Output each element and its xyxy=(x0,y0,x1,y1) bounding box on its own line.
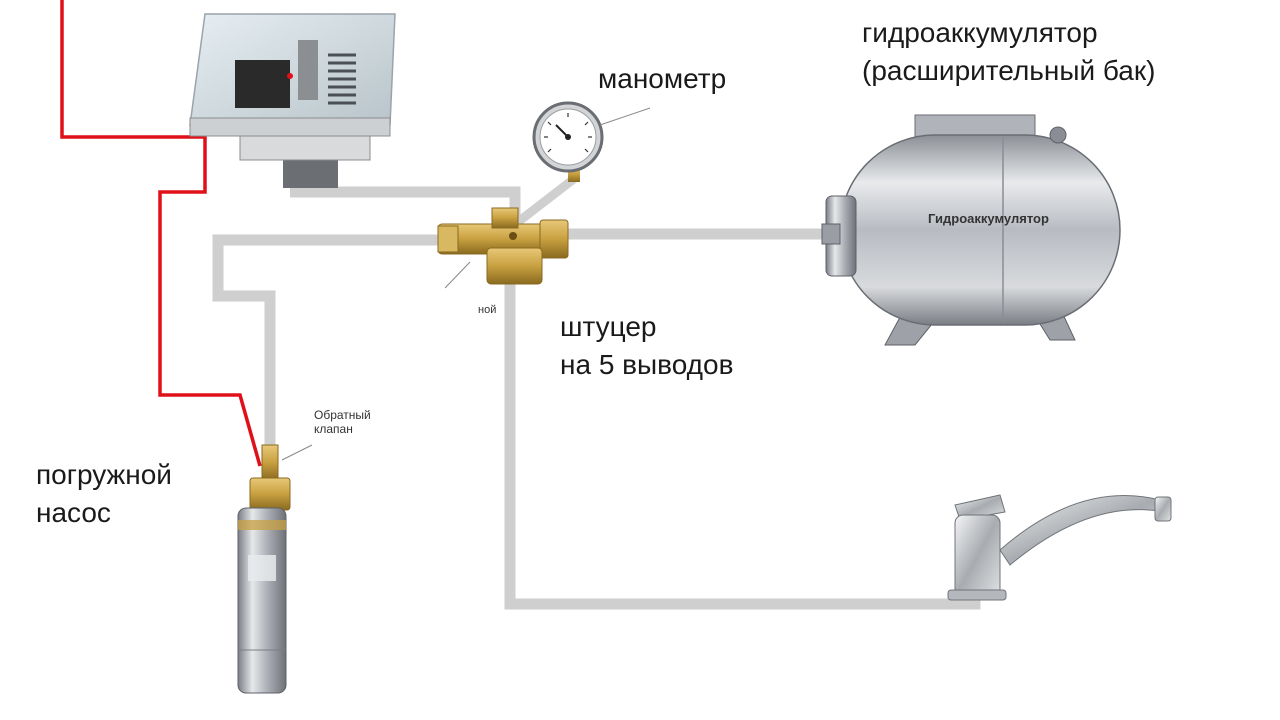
valve-label: Обратный клапан xyxy=(314,408,371,437)
pump-label-line1: погружной xyxy=(36,459,172,490)
faucet-spout xyxy=(999,495,1166,566)
pump-head xyxy=(249,477,291,511)
pipe-to-gauge xyxy=(515,174,578,226)
faucet-lever xyxy=(954,494,1006,521)
pressure-switch-spring-icon xyxy=(328,53,356,105)
fitting-thread-left xyxy=(437,225,459,253)
pressure-switch-contact-block xyxy=(235,60,290,108)
power-wire xyxy=(60,0,262,467)
fitting-leader-line xyxy=(444,261,471,289)
fitting-bottom-outlet xyxy=(486,247,543,285)
tank-label-line2: (расширительный бак) xyxy=(862,54,1156,86)
faucet-base xyxy=(947,589,1007,601)
pressure-switch-port xyxy=(283,158,338,188)
valve-label-line1: Обратный xyxy=(314,408,371,422)
gauge-leader-line xyxy=(599,107,651,126)
gauge-ticks xyxy=(544,113,592,153)
tank-label: гидроаккумулятор (расширительный бак) xyxy=(862,14,1155,90)
check-valve xyxy=(261,444,313,481)
tank-body xyxy=(839,134,1121,326)
tank-body-text: Гидроаккумулятор xyxy=(928,211,1049,226)
pressure-switch xyxy=(189,13,396,188)
faucet xyxy=(947,494,1172,601)
gauge-hub xyxy=(565,134,571,140)
pump-label-plate xyxy=(248,555,276,581)
pressure-switch-bracket xyxy=(298,40,318,100)
pressure-switch-cover xyxy=(189,13,396,126)
valve-label-line2: клапан xyxy=(314,422,353,437)
fitting-fragment-text: ной xyxy=(478,304,497,316)
fitting-bore xyxy=(509,232,517,240)
tank-label-line1: гидроаккумулятор xyxy=(862,17,1098,48)
submersible-pump xyxy=(237,477,291,694)
pipe-pump-supply xyxy=(212,234,445,448)
pressure-switch-indicator xyxy=(287,73,293,79)
pressure-switch-rim xyxy=(189,117,391,137)
pump-body xyxy=(237,507,287,694)
pump-label: погружной насос xyxy=(36,456,172,532)
pressure-switch-base xyxy=(239,131,371,161)
expansion-tank xyxy=(821,114,1121,346)
fitting-label-line1: штуцер xyxy=(560,311,657,342)
faucet-aerator xyxy=(1154,496,1172,522)
fitting-right-nut xyxy=(539,219,569,259)
fitting-top-outlet xyxy=(491,207,519,229)
check-valve-body xyxy=(261,444,279,481)
pump-label-line2: насос xyxy=(36,496,111,528)
valve-leader-line xyxy=(281,444,313,461)
five-way-fitting xyxy=(437,207,569,289)
fitting-label-line2: на 5 выводов xyxy=(560,348,734,380)
tank-air-valve xyxy=(1049,126,1067,144)
pump-brass-ring xyxy=(238,520,286,530)
fitting-label: штуцер на 5 выводов xyxy=(560,308,733,384)
tank-inlet-nipple xyxy=(821,223,841,245)
faucet-body xyxy=(954,514,1001,598)
manometer xyxy=(515,101,651,226)
pipe-pressure-switch xyxy=(290,186,521,222)
gauge-label: манометр xyxy=(598,63,727,94)
